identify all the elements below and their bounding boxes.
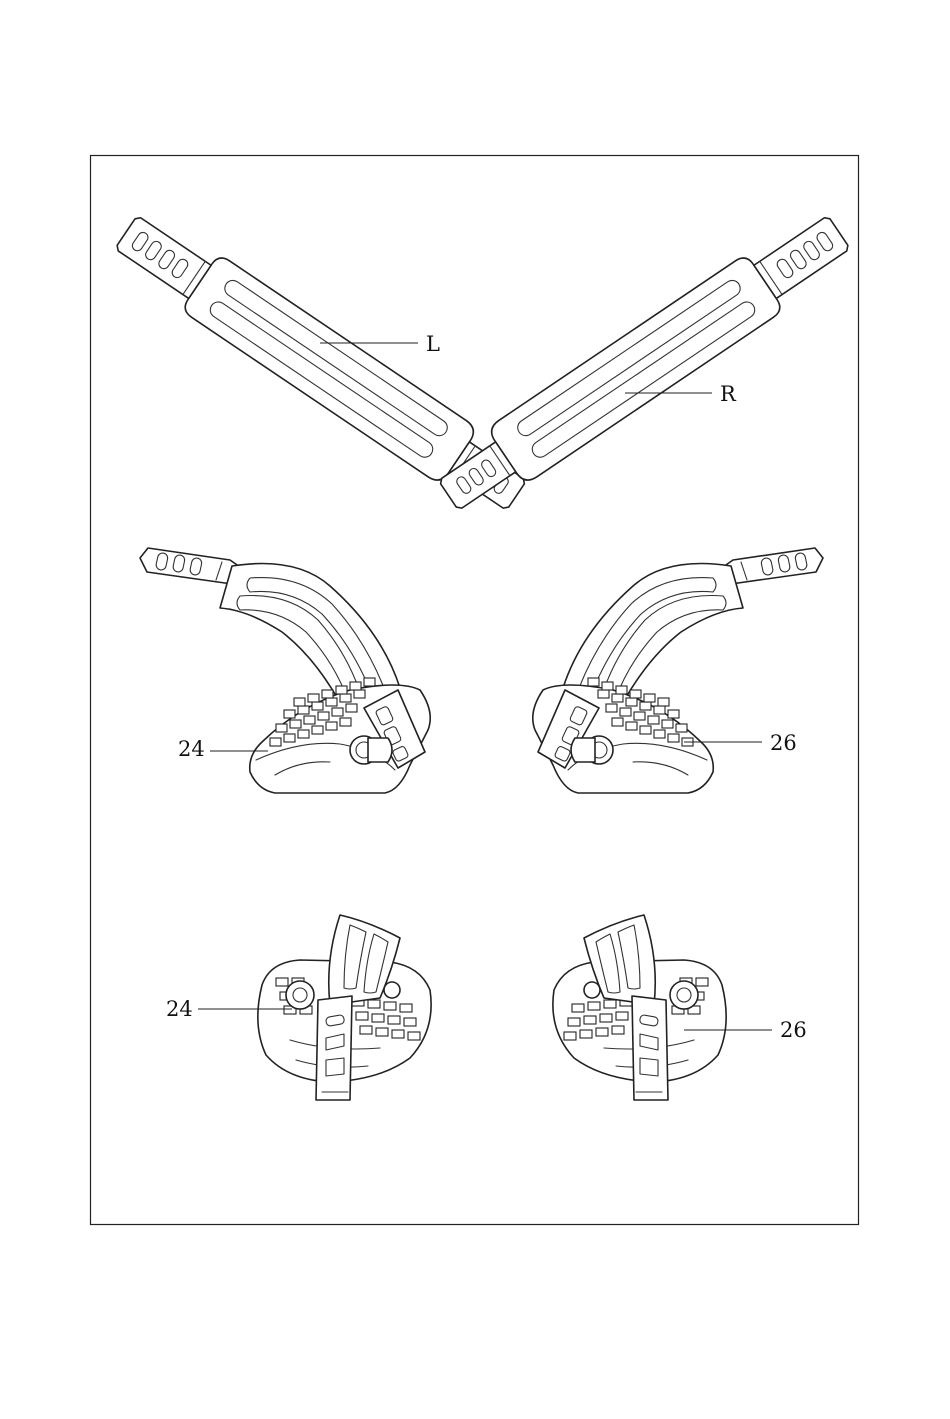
- pedal-right-front-view: [553, 915, 726, 1100]
- pedal-right-side-view: [533, 548, 823, 793]
- label-pedal-left-side: 24: [178, 737, 205, 761]
- label-pedal-right-side: 26: [770, 731, 797, 755]
- label-strap-right: R: [720, 382, 737, 406]
- pedal-left-front-view: [258, 915, 431, 1100]
- label-pedal-left-front: 24: [166, 997, 193, 1021]
- label-strap-left: L: [426, 332, 440, 356]
- strap-right: [429, 204, 858, 524]
- label-pedal-right-front: 26: [780, 1018, 807, 1042]
